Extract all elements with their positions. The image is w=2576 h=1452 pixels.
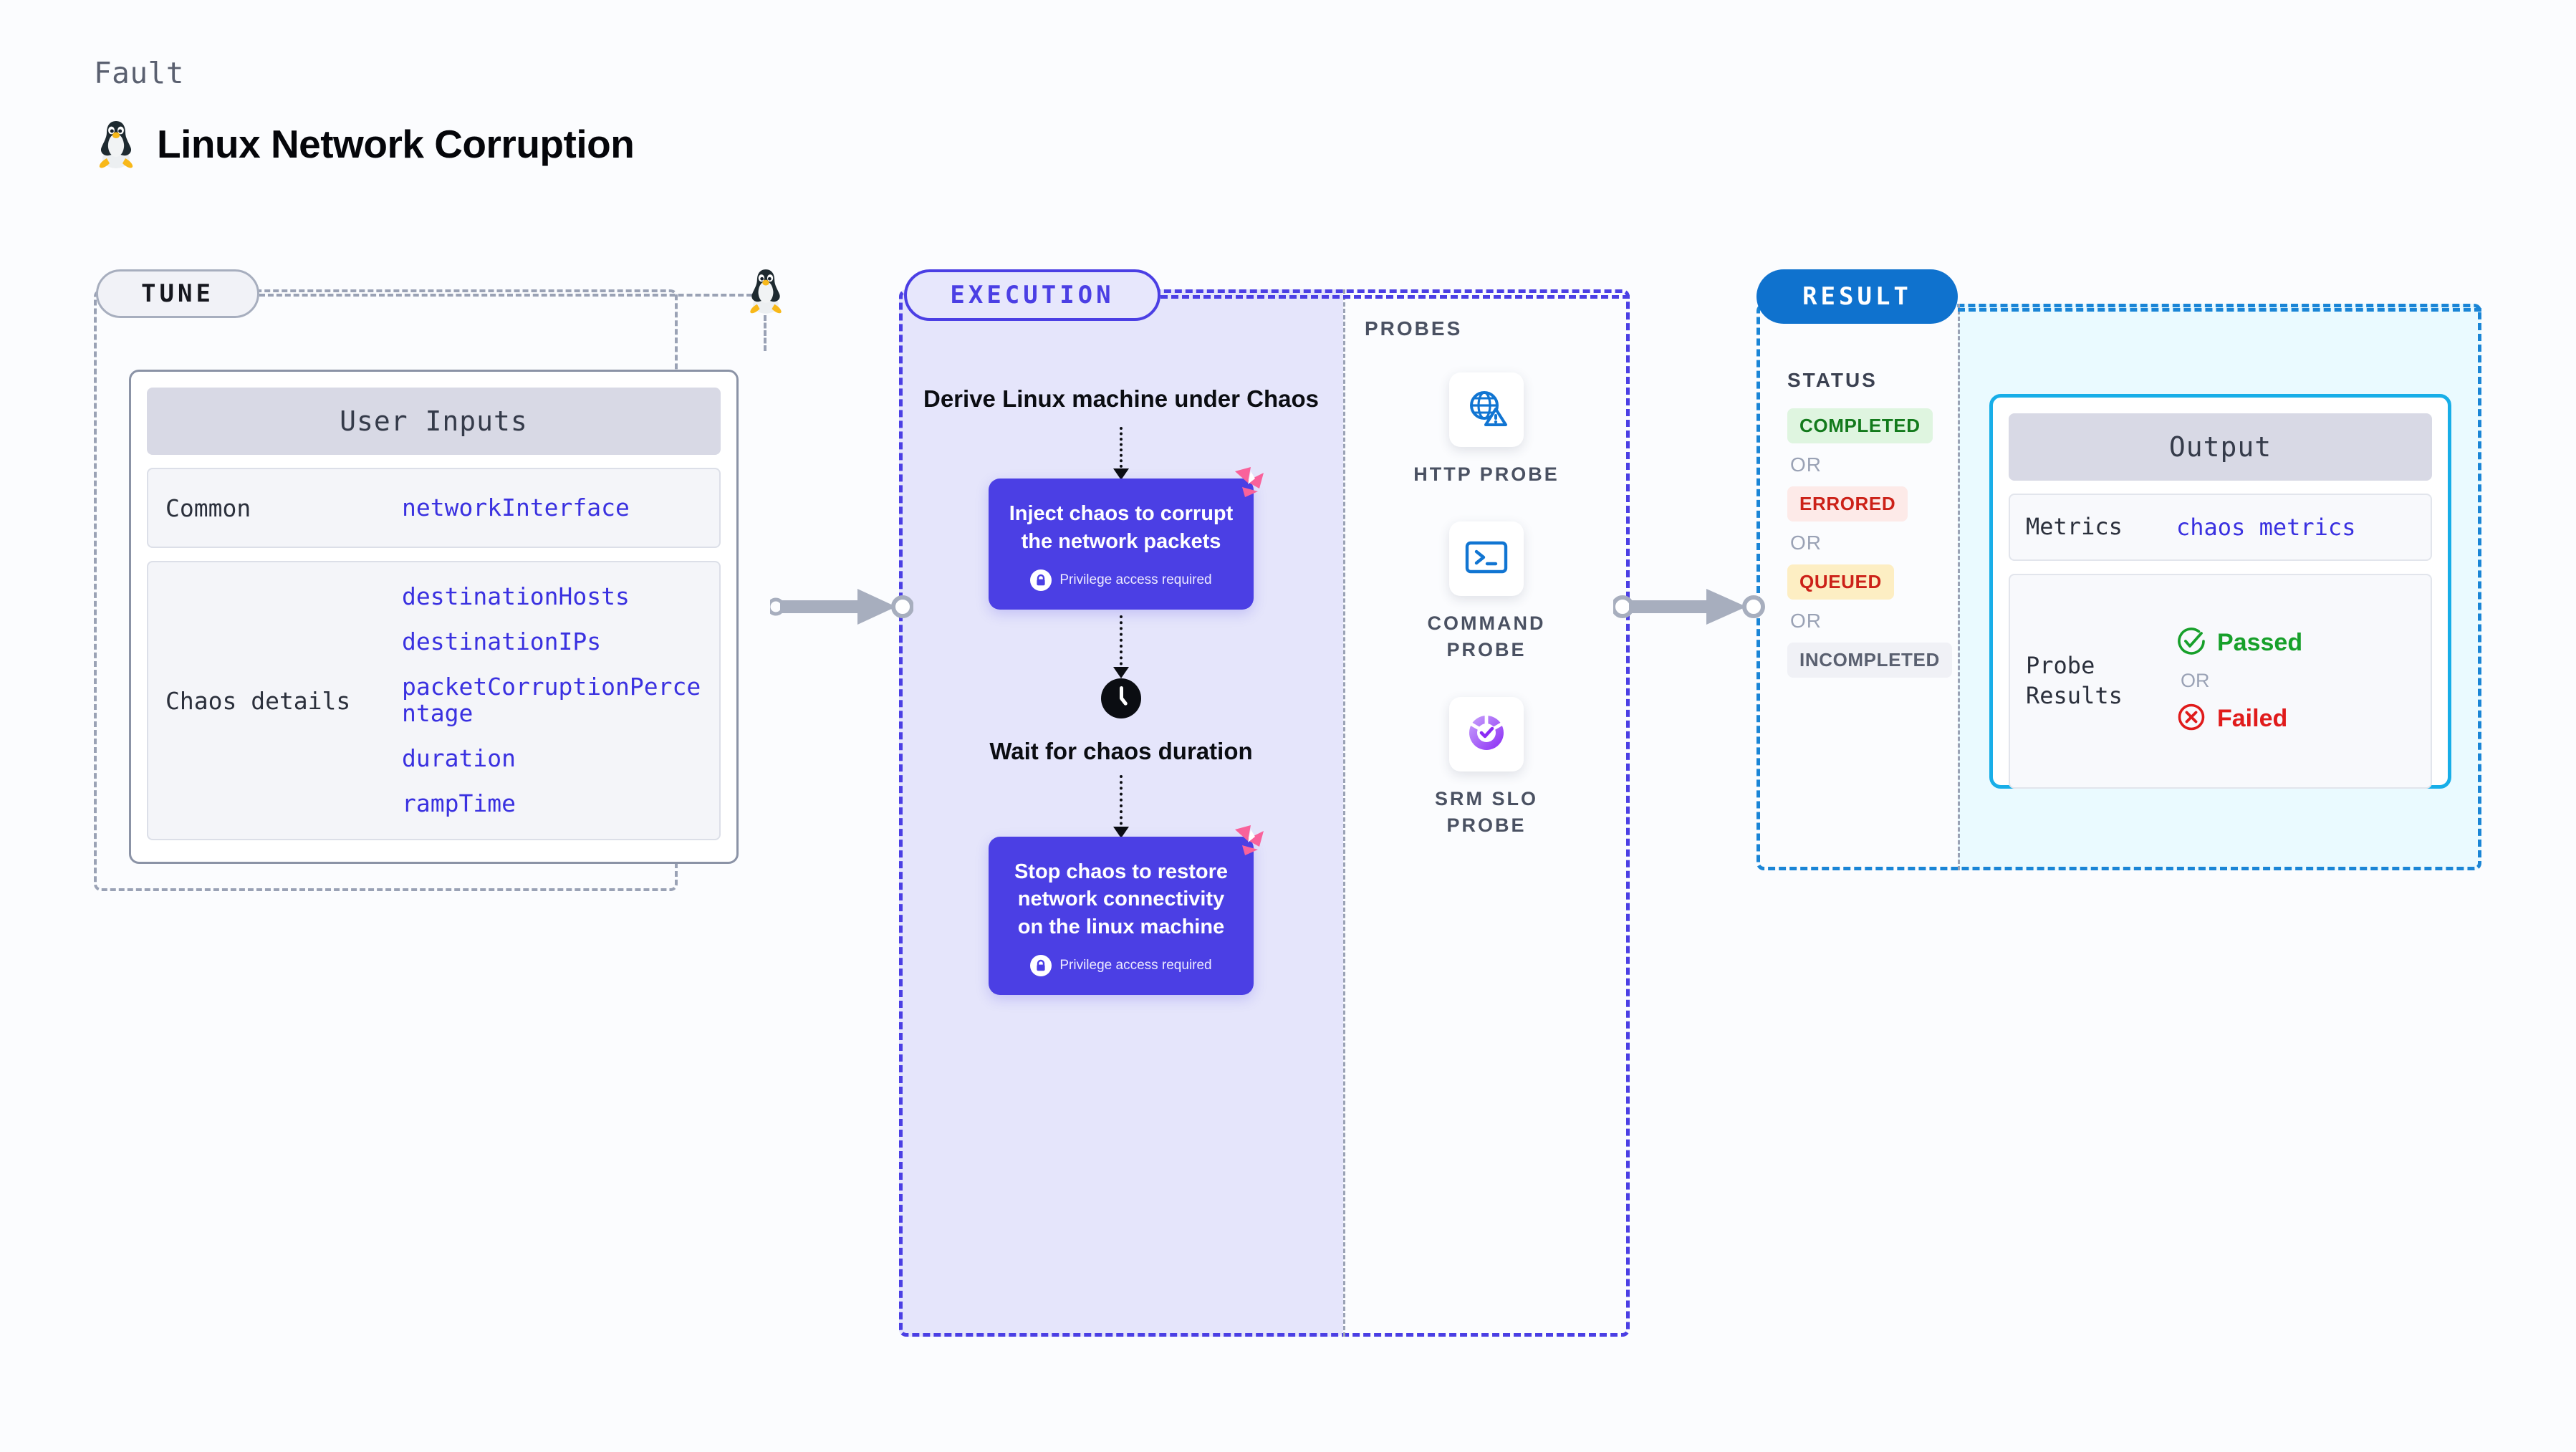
output-metrics-value[interactable]: chaos metrics — [2176, 513, 2356, 541]
probe-result-failed: Failed — [2176, 702, 2302, 736]
status-badge-incompleted: INCOMPLETED — [1787, 643, 1952, 678]
terminal-icon — [1464, 539, 1509, 580]
globe-warning-icon — [1464, 386, 1509, 434]
flow-arrow-2 — [1113, 615, 1129, 678]
page-kicker: Fault — [94, 56, 184, 90]
tune-row-common: Common networkInterface — [147, 468, 721, 548]
tux-drop-line — [764, 315, 766, 351]
wait-clock-wrap — [899, 677, 1343, 723]
probe-name: SRM SLO PROBE — [1434, 788, 1538, 836]
stop-privilege-note: Privilege access required — [1009, 954, 1234, 976]
probe-tile — [1449, 521, 1524, 597]
probe-result-passed: Passed — [2176, 626, 2302, 660]
output-probe-results-label: Probe Results — [2026, 652, 2123, 709]
tune-row-label: Common — [165, 494, 251, 522]
check-circle-icon — [2176, 626, 2206, 660]
user-inputs-title: User Inputs — [147, 388, 721, 455]
linux-penguin-icon — [94, 118, 138, 170]
lock-icon — [1030, 954, 1052, 976]
status-or-2: OR — [1790, 532, 1822, 554]
tune-top-dashed-line — [259, 294, 761, 297]
output-row-probe-results: Probe Results Passed OR — [2009, 573, 2432, 789]
slo-donut-check-icon — [1464, 711, 1509, 759]
execution-top-dashed-line — [1160, 295, 1630, 299]
connector-probes-to-result — [1611, 582, 1771, 635]
output-row-metrics: Metrics chaos metrics — [2009, 494, 2432, 561]
output-metrics-label: Metrics — [2026, 513, 2123, 540]
result-top-dashed-line — [1958, 308, 2481, 312]
status-or-1: OR — [1790, 453, 1822, 476]
probe-tile — [1449, 372, 1524, 447]
probes-label: PROBES — [1365, 317, 1463, 340]
tune-value-packet-corruption-percentage[interactable]: packetCorruptionPercentage — [402, 673, 701, 727]
tune-value-destination-hosts[interactable]: destinationHosts — [402, 582, 630, 611]
probe-item-command[interactable]: COMMAND PROBE — [1404, 521, 1569, 663]
clock-icon — [1100, 677, 1143, 723]
execution-panel — [899, 289, 1630, 1337]
stage-badge-tune[interactable]: TUNE — [96, 269, 259, 318]
harness-logo-icon — [1229, 821, 1269, 861]
probe-result-failed-text: Failed — [2217, 705, 2288, 733]
probe-item-http[interactable]: HTTP PROBE — [1413, 372, 1559, 487]
output-card: Output Metrics chaos metrics Probe Resul… — [1989, 394, 2451, 789]
status-or-3: OR — [1790, 610, 1822, 632]
tune-row-values: destinationHosts destinationIPs packetCo… — [402, 582, 702, 817]
probe-name: HTTP PROBE — [1413, 463, 1559, 485]
status-badge-queued: QUEUED — [1787, 564, 1894, 600]
stage-badge-execution[interactable]: EXECUTION — [904, 269, 1160, 321]
result-divider — [1958, 304, 1960, 870]
status-badge-completed: COMPLETED — [1787, 408, 1933, 443]
probe-results-values: Passed OR Failed — [2176, 626, 2302, 736]
connector-tune-to-execution — [766, 582, 914, 635]
status-label: STATUS — [1787, 369, 1878, 391]
tune-value-duration[interactable]: duration — [402, 744, 516, 772]
stop-chaos-title: Stop chaos to restore network connectivi… — [1014, 860, 1229, 938]
probes-list: HTTP PROBE COMMAND PROBE — [1343, 372, 1630, 838]
tune-value-destination-ips[interactable]: destinationIPs — [402, 628, 602, 656]
stop-chaos-step[interactable]: Stop chaos to restore network connectivi… — [989, 825, 1264, 995]
probe-result-passed-text: Passed — [2217, 629, 2303, 657]
inject-privilege-text: Privilege access required — [1059, 572, 1212, 587]
result-panel — [1756, 304, 2481, 870]
lock-icon — [1030, 569, 1052, 591]
stop-privilege-text: Privilege access required — [1059, 957, 1212, 973]
execution-flow: Derive Linux machine under Chaos Inject … — [899, 289, 1343, 995]
flow-arrow-3 — [1113, 775, 1129, 838]
x-circle-icon — [2176, 702, 2206, 736]
probe-result-or: OR — [2181, 670, 2210, 692]
page-title: Linux Network Corruption — [157, 122, 635, 166]
tune-penguin-icon — [745, 266, 787, 319]
inject-chaos-step[interactable]: Inject chaos to corrupt the network pack… — [989, 467, 1264, 610]
wait-step-title: Wait for chaos duration — [989, 737, 1253, 764]
probe-item-srm-slo[interactable]: SRM SLO PROBE — [1404, 697, 1569, 838]
tune-row-values: networkInterface — [402, 493, 630, 521]
tune-row-label: Chaos details — [165, 686, 351, 715]
tune-value-ramp-time[interactable]: rampTime — [402, 789, 516, 817]
probe-name: COMMAND PROBE — [1427, 612, 1546, 660]
inject-chaos-title: Inject chaos to corrupt the network pack… — [1009, 502, 1234, 553]
inject-privilege-note: Privilege access required — [1009, 569, 1234, 591]
flow-arrow-1 — [1113, 427, 1129, 481]
probe-tile — [1449, 697, 1524, 772]
derive-step-title: Derive Linux machine under Chaos — [923, 385, 1319, 412]
tune-row-chaos-details: Chaos details destinationHosts destinati… — [147, 561, 721, 840]
stage-badge-result[interactable]: RESULT — [1756, 269, 1958, 324]
probes-divider — [1343, 289, 1345, 1337]
harness-logo-icon — [1229, 463, 1269, 503]
status-badge-errored: ERRORED — [1787, 486, 1908, 521]
status-list: COMPLETED OR ERRORED OR QUEUED OR INCOMP… — [1787, 408, 1966, 678]
page-title-row: Linux Network Corruption — [94, 118, 635, 170]
user-inputs-card: User Inputs Common networkInterface Chao… — [129, 370, 739, 864]
tune-value-network-interface[interactable]: networkInterface — [402, 493, 630, 521]
output-card-title: Output — [2009, 413, 2432, 481]
